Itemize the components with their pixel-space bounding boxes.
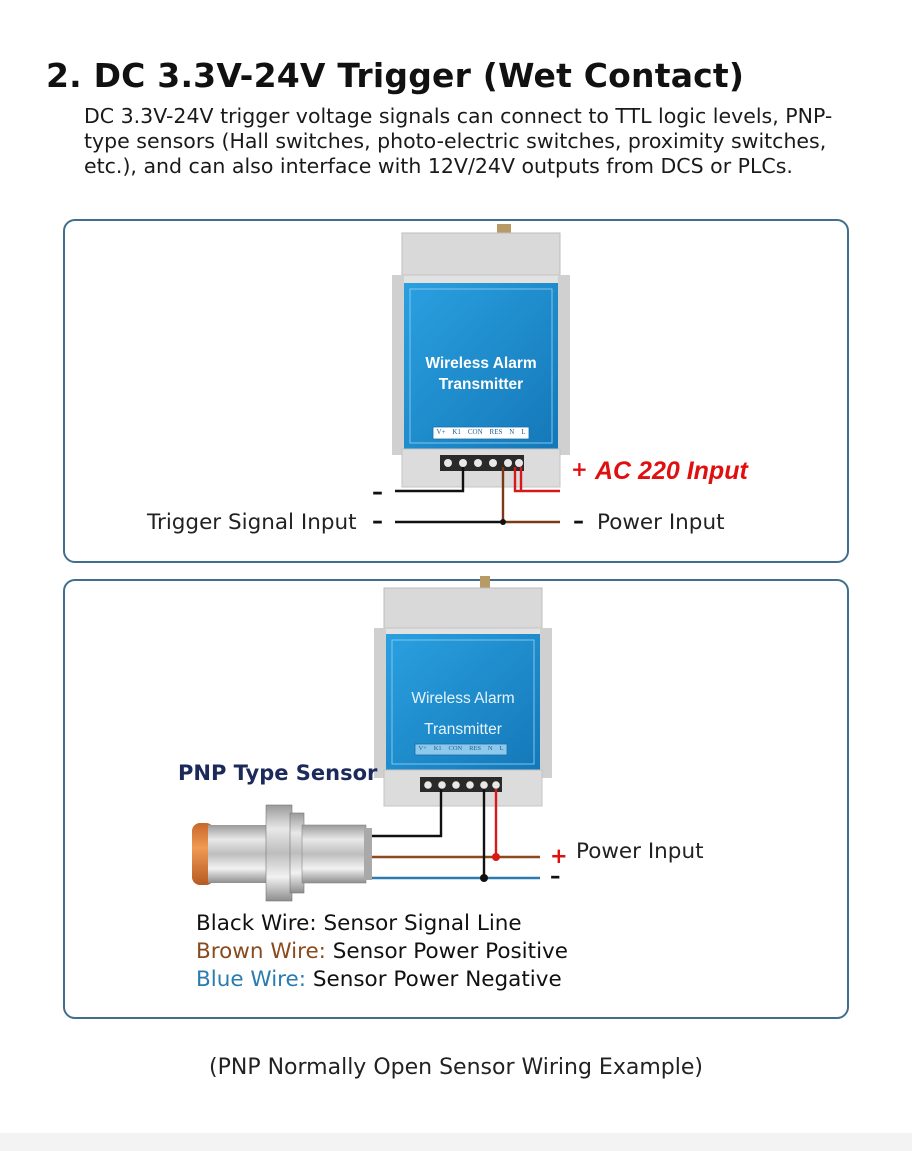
junction-dot: [492, 853, 500, 861]
footer-band: [0, 1133, 912, 1151]
device-front-panel: [404, 283, 558, 449]
page-title: 2. DC 3.3V-24V Trigger (Wet Contact): [46, 56, 745, 95]
terminal-screw: [438, 781, 446, 789]
terminal-label-vplus: V+: [418, 745, 427, 752]
terminal-label-n: N: [509, 428, 515, 436]
legend-wire-name: Brown Wire:: [196, 939, 326, 964]
sensor-type-label: PNP Type Sensor: [178, 761, 378, 785]
pnp-sensor: [192, 804, 372, 902]
antenna-connector: [480, 576, 490, 588]
wires-group: [372, 459, 560, 882]
junction-dot: [500, 519, 506, 525]
wiring-panel-pnp: [63, 579, 849, 1019]
legend-black-wire: Black Wire: Sensor Signal Line: [196, 911, 522, 936]
trigger-minus-sign-2: –: [372, 509, 383, 534]
power-plus-sign: +: [550, 844, 568, 868]
transmitter-device-1: [392, 224, 570, 488]
trigger-signal-label: Trigger Signal Input: [147, 510, 357, 535]
power-minus-sign: –: [573, 509, 584, 534]
device1-label-line1: Wireless Alarm: [425, 355, 537, 372]
sensor-nut: [265, 804, 293, 902]
legend-wire-desc: Sensor Power Positive: [325, 939, 569, 964]
terminal-label-l: L: [499, 745, 504, 752]
terminal-screw: [466, 781, 474, 789]
terminal-screw: [459, 459, 467, 467]
legend-wire-name: Blue Wire:: [196, 967, 307, 992]
terminal-screw: [444, 459, 452, 467]
terminal-label-k1: K1: [452, 428, 461, 436]
terminal-label-con: CON: [448, 745, 463, 752]
terminal-screw: [480, 781, 488, 789]
device2-label-line1: Wireless Alarm: [411, 690, 515, 707]
legend-wire-desc: Sensor Power Negative: [306, 967, 562, 992]
terminal-label-l: L: [521, 428, 526, 436]
ac-plus-sign: +: [571, 457, 588, 481]
terminal-label-vplus: V+: [436, 428, 446, 436]
transmitter-device-2: [374, 576, 552, 807]
terminal-block: [420, 777, 502, 792]
terminal-screw: [452, 781, 460, 789]
legend-wire-name: Black Wire:: [196, 911, 317, 936]
terminal-screw: [474, 459, 482, 467]
wire-ac-live: [513, 467, 560, 493]
terminal-screw: [492, 781, 500, 789]
wiring-panel-ac: [63, 219, 849, 563]
wire-signal-black: [395, 467, 465, 493]
description-text: DC 3.3V-24V trigger voltage signals can …: [84, 104, 833, 178]
diagram-caption: (PNP Normally Open Sensor Wiring Example…: [209, 1055, 703, 1080]
legend-wire-desc: Sensor Signal Line: [316, 911, 522, 936]
terminal-label-n: N: [487, 745, 493, 752]
ac-input-label: AC 220 Input: [595, 457, 748, 485]
terminal-screw: [515, 459, 523, 467]
device2-label-line2: Transmitter: [424, 721, 502, 738]
legend-blue-wire: Blue Wire: Sensor Power Negative: [196, 967, 562, 992]
terminal-screw: [489, 459, 497, 467]
legend-brown-wire: Brown Wire: Sensor Power Positive: [196, 939, 568, 964]
device1-label-line2: Transmitter: [438, 376, 524, 393]
terminal-label-res: RES: [469, 745, 482, 752]
wire-sensor-signal-black: [372, 789, 443, 838]
terminal-screw: [504, 459, 512, 467]
junction-dot: [480, 874, 488, 882]
power-input-label: Power Input: [597, 510, 725, 535]
power-input-label: Power Input: [576, 839, 704, 864]
terminal-label-con: CON: [467, 428, 483, 436]
trigger-minus-sign: –: [372, 480, 383, 505]
terminal-label-res: RES: [489, 428, 503, 436]
power-minus-sign: –: [550, 864, 561, 888]
terminal-screw: [424, 781, 432, 789]
terminal-label-k1: K1: [433, 745, 442, 752]
